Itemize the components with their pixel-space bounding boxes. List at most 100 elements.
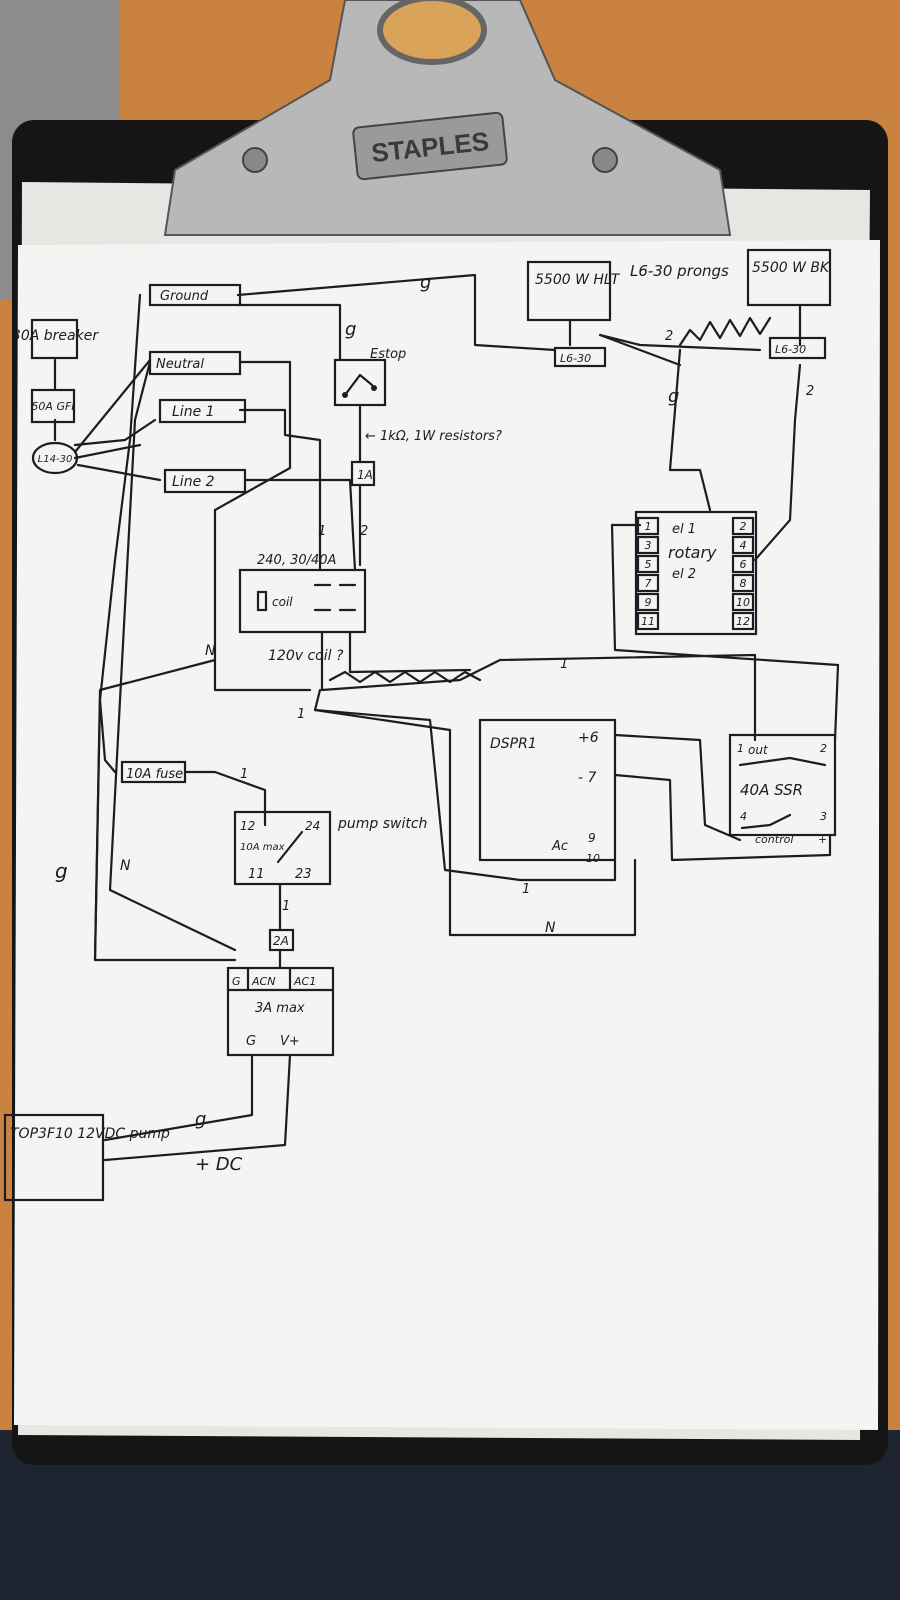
rotary-terminal-label: 3	[645, 539, 652, 552]
line2-bus: Line 2	[163, 468, 247, 494]
breaker-label: 30A breaker	[12, 328, 99, 344]
breaker-box: 30A breaker	[12, 318, 99, 360]
controller-ac: Ac	[551, 839, 568, 854]
fuse-10a-label: 10A fuse	[126, 767, 183, 782]
ssr-t3: 3	[820, 810, 827, 823]
wire-label-1: 1	[282, 899, 290, 914]
ssr-control: control	[755, 833, 793, 846]
rotary-terminal-label: 6	[740, 558, 747, 571]
fuse-1a: 1A	[350, 460, 376, 487]
controller-t9: 9	[588, 831, 596, 845]
line1-bus-label: Line 1	[172, 404, 215, 420]
rotary-terminal-label: 10	[736, 596, 750, 609]
fuse-10a: 10A fuse	[120, 760, 187, 784]
psu-out-v: V+	[280, 1034, 300, 1049]
psu-g: G	[232, 975, 241, 988]
ground-bus-label: Ground	[160, 289, 209, 304]
wire-label-2: 2	[360, 524, 368, 539]
outlet-right-label: L6-30	[775, 343, 806, 356]
wire-label-1: 1	[240, 767, 248, 782]
wire-label-n: N	[545, 920, 556, 936]
wire-label-g: g	[195, 1109, 206, 1130]
wire-labels: g g g g g N N N 1 1 1 1 1 1 2 2 2	[55, 272, 814, 1130]
rotary-terminal-label: 12	[736, 615, 750, 628]
bk-element: 5500 W BK	[746, 248, 832, 307]
outlet-left: L6-30	[553, 346, 607, 368]
ssr-minus: -	[737, 833, 741, 846]
prongs-note: L6-30 prongs	[630, 262, 729, 280]
ssr-out: out	[748, 743, 769, 757]
pump-box: TOP3F10 12VDC pump	[3, 1113, 170, 1202]
outlet-left-label: L6-30	[560, 352, 591, 365]
wire-label-g: g	[345, 319, 356, 340]
wire-label-1: 1	[560, 657, 568, 672]
ssr-label: 40A SSR	[740, 781, 803, 799]
ssr-plus: +	[818, 833, 827, 846]
fuse-1a-label: 1A	[357, 468, 373, 482]
pump-switch-label: pump switch	[337, 816, 427, 832]
switch-t24: 24	[305, 819, 320, 833]
rotary-label: rotary	[668, 543, 717, 562]
ssr-box: 1 out 2 40A SSR 4 3 - control +	[728, 733, 837, 846]
ground-bus: Ground	[148, 283, 242, 307]
ssr-t4: 4	[740, 810, 747, 823]
rotary-terminal-label: 9	[645, 596, 652, 609]
controller-minus: - 7	[578, 770, 597, 786]
controller-label: DSPR1	[490, 736, 537, 752]
contactor-coil-label: coil	[272, 595, 293, 609]
wire-label-g: g	[420, 272, 431, 293]
controller-plus: +6	[578, 730, 599, 746]
fuse-2a: 2A	[268, 928, 295, 952]
power-supply: G ACN AC1 3A max G V+	[226, 966, 335, 1057]
wire-label-n: N	[120, 858, 131, 874]
psu-out-g: G	[246, 1034, 256, 1049]
clipboard-clip: STAPLES	[163, 0, 732, 236]
switch-max: 10A max	[240, 842, 285, 853]
rotary-terminal-box	[636, 554, 660, 574]
hlt-label: 5500 W HLT	[535, 272, 621, 288]
outlet-right: L6-30	[768, 336, 827, 360]
ssr-t1: 1	[737, 742, 744, 755]
line2-bus-label: Line 2	[172, 474, 215, 490]
wire-label-n: N	[205, 643, 216, 659]
hlt-element: 5500 W HLT	[526, 260, 621, 322]
wire-label-1: 1	[297, 707, 305, 722]
rotary-terminal-box	[731, 554, 755, 574]
controller-t10: 10	[586, 852, 600, 865]
rotary-terminal-box	[731, 611, 755, 631]
psu-ac1: AC1	[293, 975, 316, 988]
contactor-title: 240, 30/40A	[257, 553, 336, 568]
rotary-terminal-label: 2	[740, 520, 747, 533]
rotary-terminal-label: 1	[645, 520, 652, 533]
rotary-terminal-box	[636, 573, 660, 593]
ssr-t2: 2	[820, 742, 827, 755]
neutral-bus-label: Neutral	[156, 357, 204, 372]
rotary-terminal-label: 8	[740, 577, 747, 590]
switch-t11: 11	[248, 867, 265, 882]
contactor-box: 240, 30/40A coil 120v coil ?	[238, 553, 367, 664]
neutral-bus: Neutral	[148, 350, 242, 376]
dc-label: + DC	[195, 1154, 243, 1175]
wire-label-g: g	[668, 386, 679, 407]
bk-label: 5500 W BK	[752, 260, 831, 276]
gfci-box: 50A GFI	[30, 388, 76, 424]
rotary-terminal-box	[636, 592, 660, 612]
rotary-terminal-box	[731, 573, 755, 593]
rotary-terminal-box	[636, 516, 660, 536]
pump-label: TOP3F10 12VDC pump	[10, 1126, 170, 1142]
rotary-terminal-label: 4	[740, 539, 747, 552]
inlet-plug: L14-30	[31, 441, 79, 475]
psu-acn: ACN	[251, 975, 275, 988]
wiring	[53, 273, 840, 1162]
rotary-terminal-box	[731, 535, 755, 555]
switch-t12: 12	[240, 819, 255, 833]
wire-label-1: 1	[318, 524, 326, 539]
wire-label-1: 1	[522, 882, 530, 897]
front-paper	[14, 240, 880, 1430]
contactor-note: 120v coil ?	[268, 648, 344, 664]
fuse-2a-label: 2A	[273, 934, 289, 948]
inlet-label: L14-30	[38, 454, 73, 465]
rotary-terminal-box	[731, 592, 755, 612]
